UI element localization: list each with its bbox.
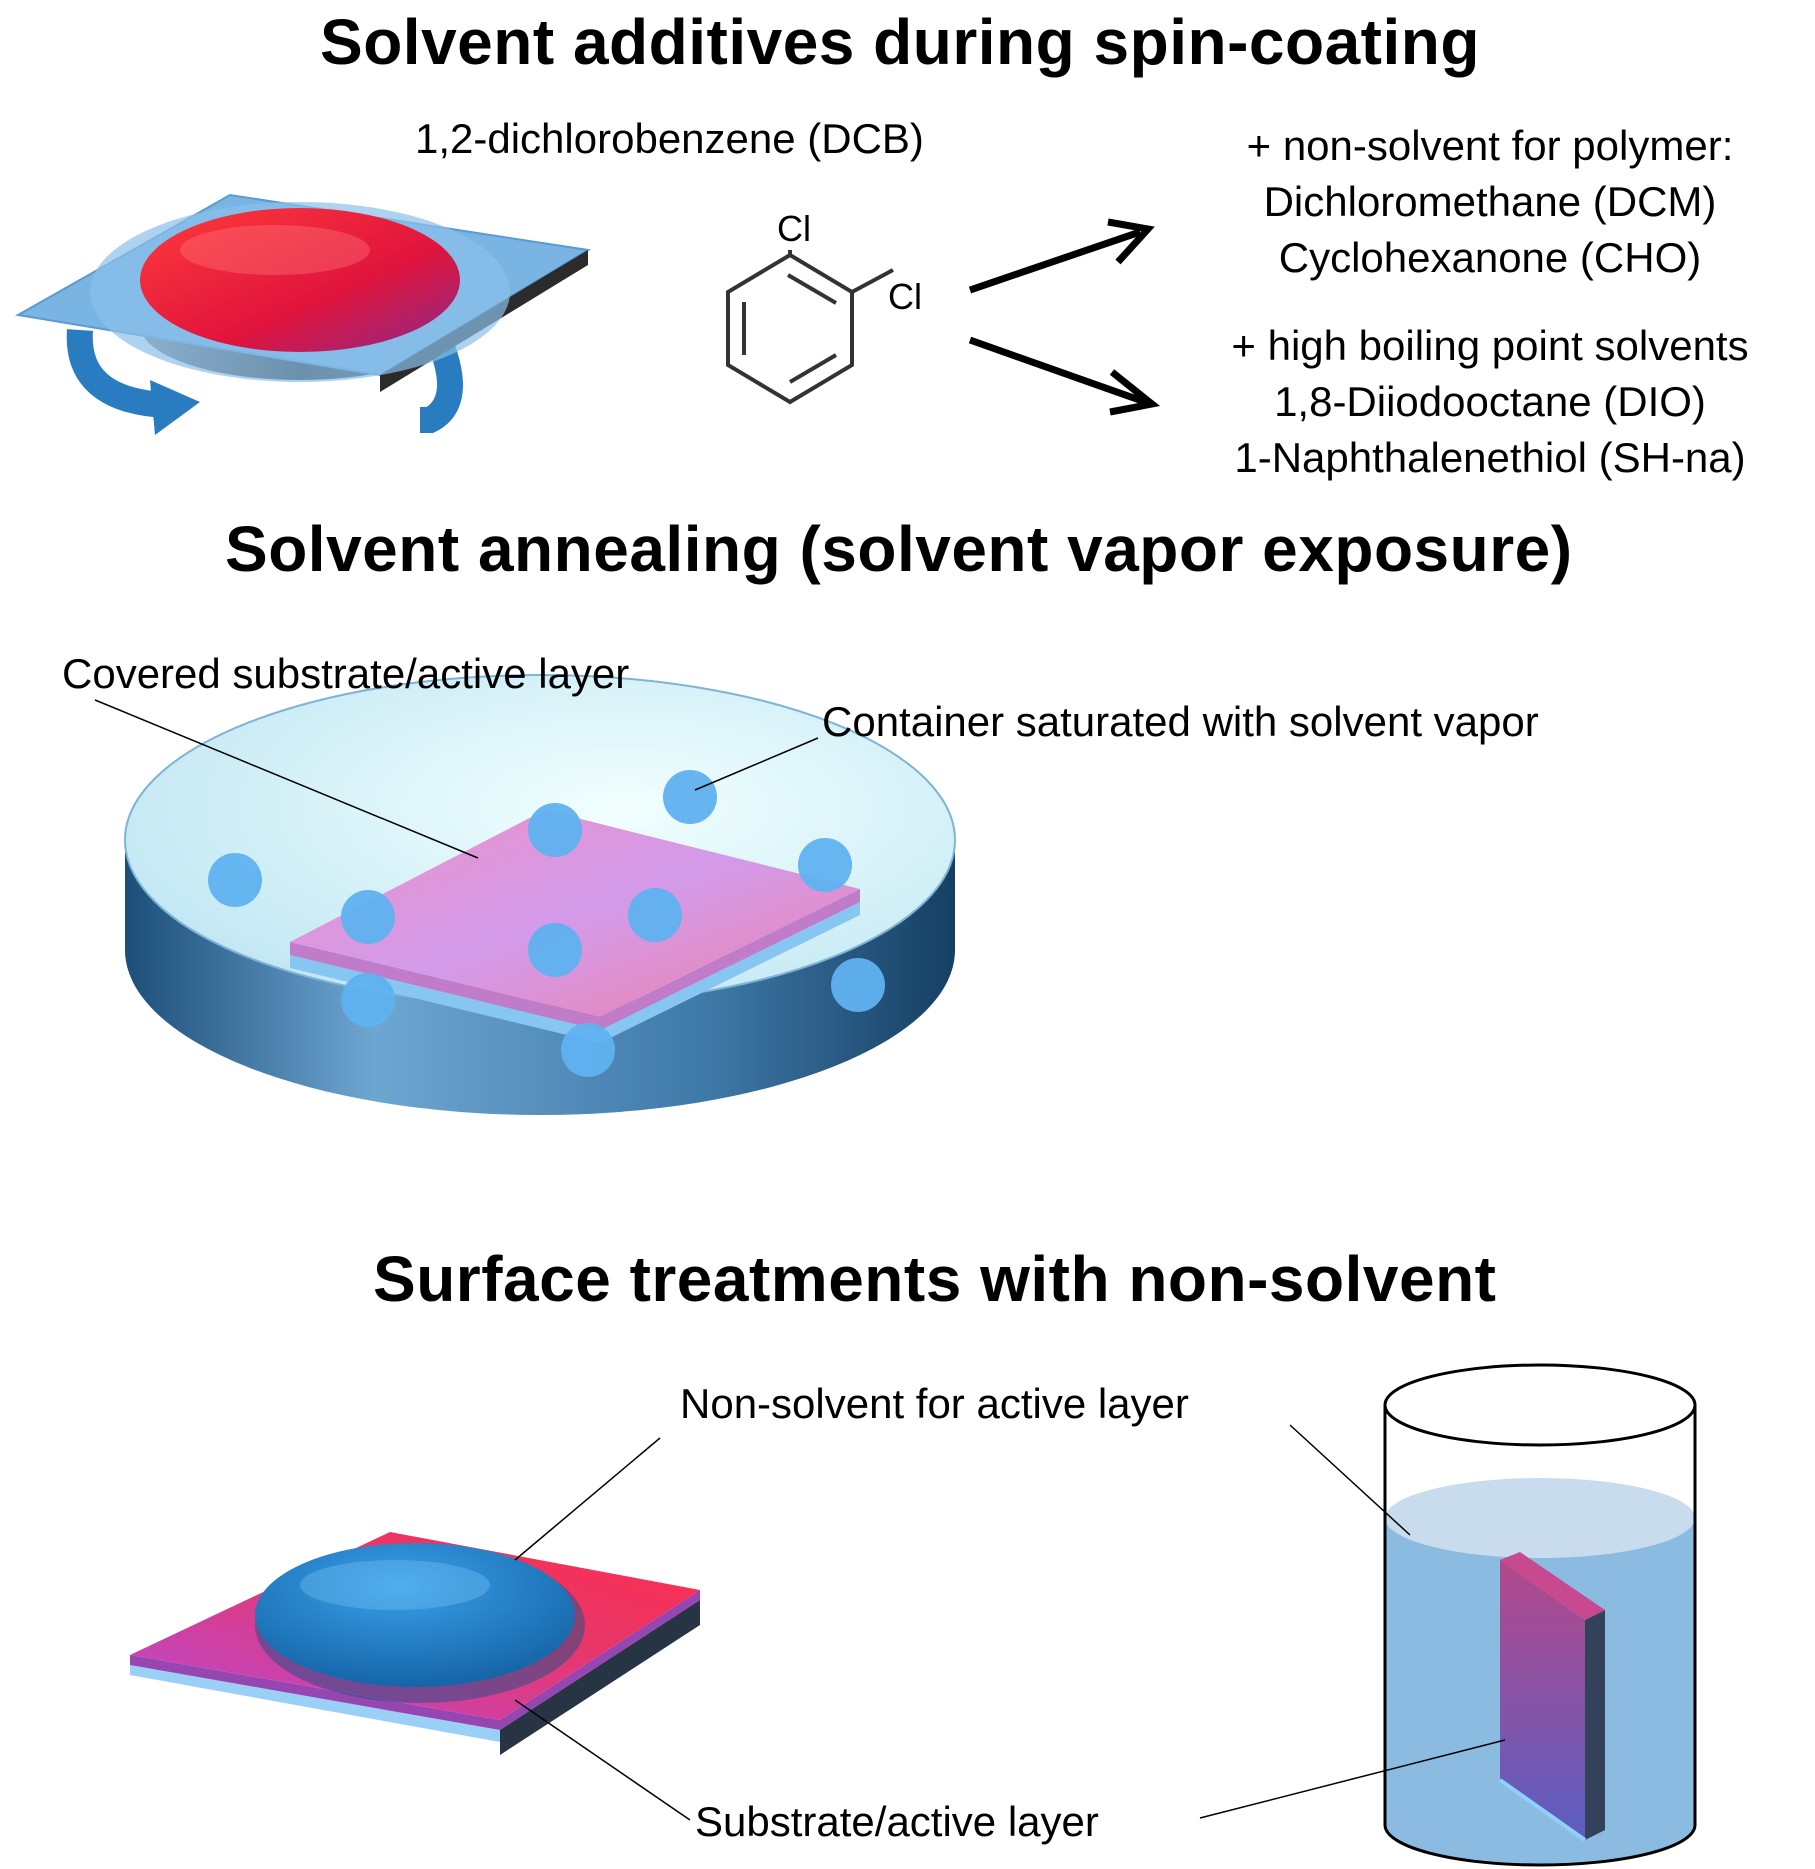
annealing-leader-lines xyxy=(94,699,819,859)
branch-arrows xyxy=(968,218,1161,416)
section-title-spin-coating: Solvent additives during spin-coating xyxy=(320,6,1480,78)
branch-nonsolvent-item-dcm: Dichloromethane (DCM) xyxy=(1263,178,1717,225)
dcb-label: 1,2-dichlorobenzene (DCB) xyxy=(415,115,924,162)
label-covered-substrate: Covered substrate/active layer xyxy=(62,650,630,697)
chlorine-label-right: Cl xyxy=(888,276,922,317)
branch-high-boiling-item-dio: 1,8-Diiodooctane (DIO) xyxy=(1274,378,1706,425)
label-substrate-active-layer: Substrate/active layer xyxy=(695,1798,1099,1845)
beaker-illustration xyxy=(1383,1363,1697,1867)
branch-high-boiling-item-shna: 1-Naphthalenethiol (SH-na) xyxy=(1234,434,1746,481)
dichlorobenzene-structure xyxy=(726,250,854,405)
chlorine-label-top: Cl xyxy=(777,208,811,249)
branch-high-boiling-list: + high boiling point solvents 1,8-Diiodo… xyxy=(1150,318,1815,486)
label-nonsolvent-active-layer: Non-solvent for active layer xyxy=(680,1380,1189,1427)
treatment-leader-lines xyxy=(514,1424,1506,1821)
branch-high-boiling-heading: + high boiling point solvents xyxy=(1231,322,1749,369)
vapor-droplets xyxy=(208,770,885,1077)
branch-nonsolvent-list: + non-solvent for polymer: Dichlorometha… xyxy=(1150,118,1815,286)
section-title-solvent-annealing: Solvent annealing (solvent vapor exposur… xyxy=(225,513,1573,585)
section-title-surface-treatments: Surface treatments with non-solvent xyxy=(373,1243,1497,1315)
label-container-vapor: Container saturated with solvent vapor xyxy=(822,698,1539,745)
branch-nonsolvent-item-cho: Cyclohexanone (CHO) xyxy=(1278,234,1702,281)
spin-coater-illustration xyxy=(15,193,591,435)
branch-nonsolvent-heading: + non-solvent for polymer: xyxy=(1246,122,1734,169)
chlorine-bonds xyxy=(788,250,894,294)
coated-substrate-illustration xyxy=(130,1532,700,1755)
